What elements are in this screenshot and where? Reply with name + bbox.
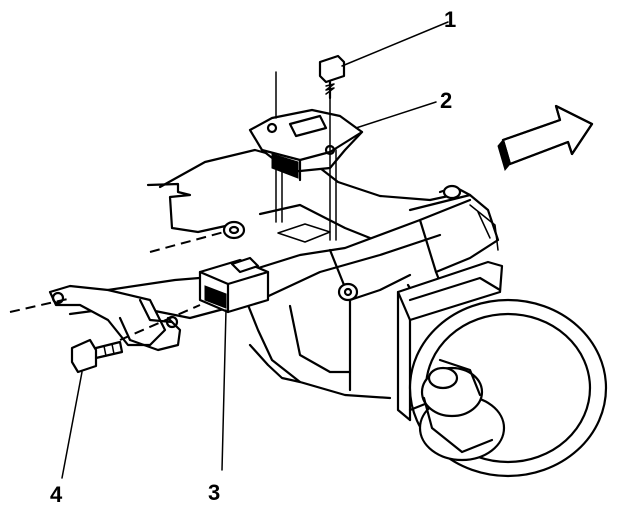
callout-2: 2 (440, 88, 452, 113)
bushing (337, 282, 359, 302)
callout-4: 4 (50, 482, 63, 507)
actuator-module (198, 256, 270, 314)
mounted-component (248, 108, 364, 182)
callout-1: 1 (444, 7, 456, 32)
callout-3: 3 (208, 480, 220, 505)
bushing (442, 184, 462, 200)
bolt-item-1 (318, 54, 346, 100)
blower-housing (396, 260, 608, 478)
hvac-housing (60, 148, 500, 400)
leader-lines (61, 21, 449, 479)
front-direction-arrow-icon (497, 104, 594, 172)
bolt-item-4 (70, 338, 124, 374)
bushing (222, 220, 246, 240)
alignment-lines (9, 71, 337, 341)
mounting-bracket (48, 284, 182, 352)
